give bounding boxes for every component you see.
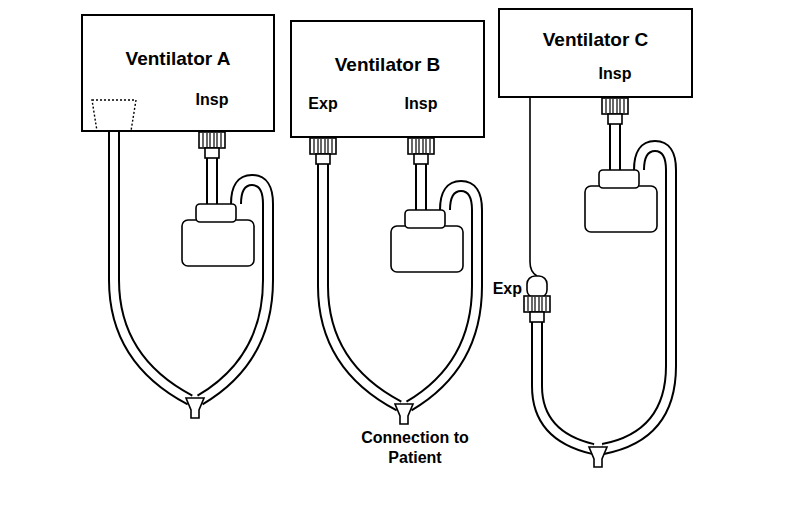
valve-line	[530, 98, 537, 276]
circuit-a	[92, 100, 268, 418]
exhalation-valve	[527, 276, 547, 298]
ventilator-box: Ventilator A	[81, 14, 275, 132]
port-label: Insp	[196, 90, 229, 110]
y-piece	[589, 447, 607, 467]
circuit-b	[310, 138, 477, 424]
port-label: Insp	[599, 64, 632, 84]
port-label: Exp	[308, 94, 337, 114]
port-label: Insp	[405, 94, 438, 114]
circuit-c	[524, 98, 671, 467]
ventilator-name: Ventilator C	[500, 29, 691, 52]
ventilator-name: Ventilator B	[292, 54, 483, 77]
ventilator-box: Ventilator C	[498, 8, 693, 98]
tube	[114, 131, 190, 400]
patient-note: Connection to Patient	[345, 428, 485, 468]
ventilator-name: Ventilator A	[83, 48, 273, 71]
internal-port	[92, 100, 136, 131]
tube	[537, 316, 593, 449]
y-piece	[395, 404, 413, 424]
tube	[323, 162, 399, 406]
port-label: Exp	[493, 279, 522, 299]
ventilator-box: Ventilator B	[290, 20, 485, 138]
y-piece	[186, 398, 204, 418]
